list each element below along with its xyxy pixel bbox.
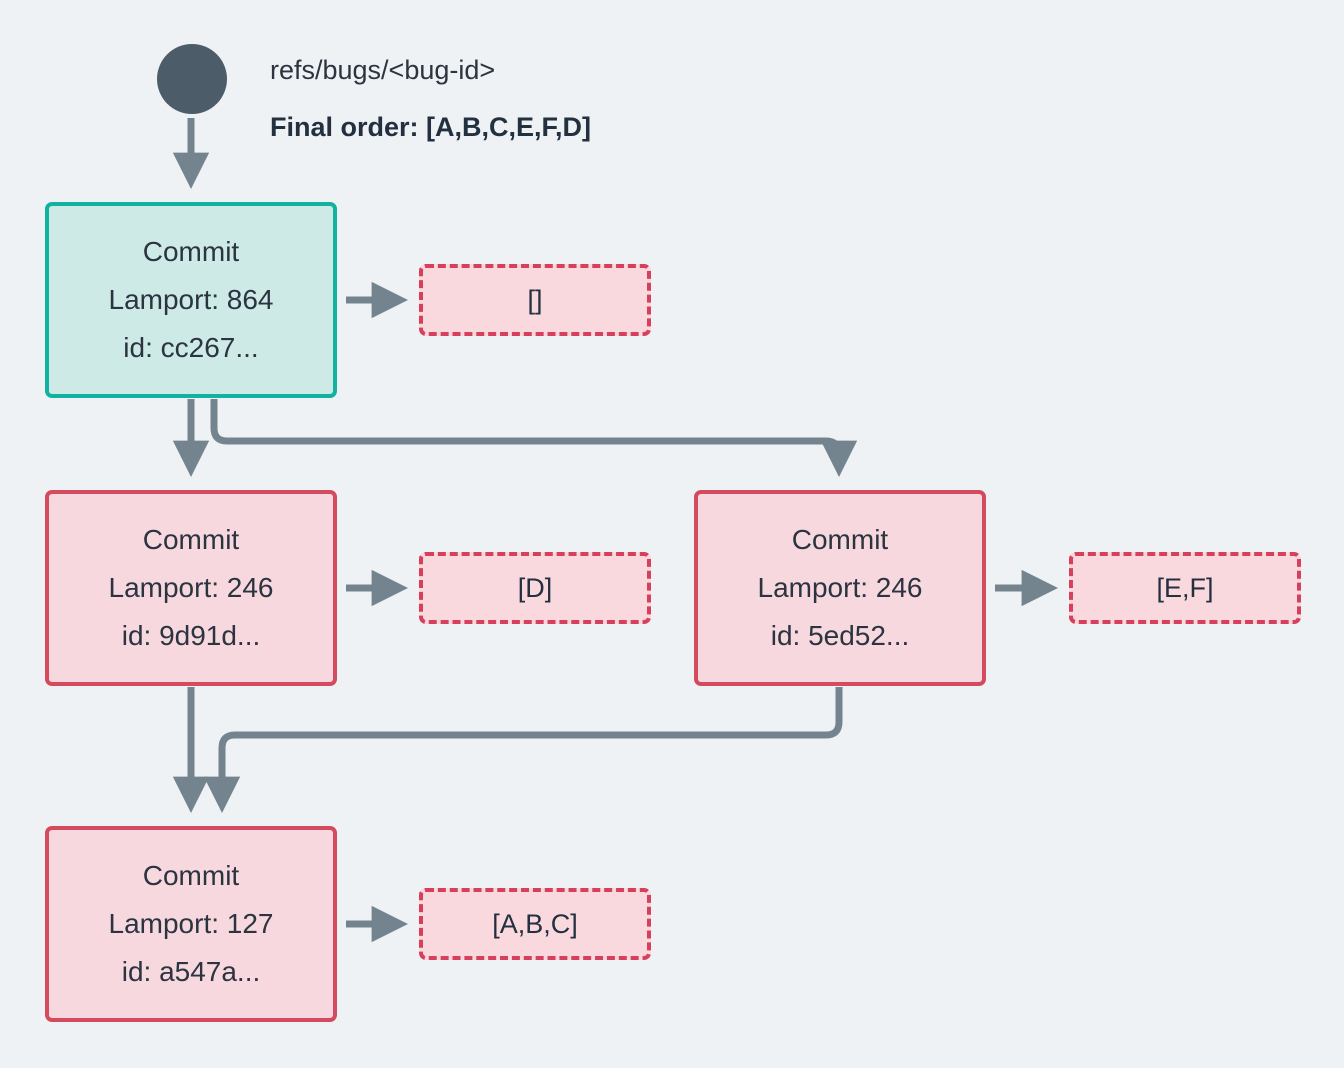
commit-id-label: id: cc267...: [123, 332, 259, 364]
commit-kind-label: Commit: [142, 235, 240, 267]
payload-label: [D]: [517, 572, 553, 603]
payload-label: [A,B,C]: [492, 908, 578, 939]
payload-node-ef[interactable]: [E,F]: [1069, 552, 1301, 624]
root-ref-node[interactable]: [157, 44, 227, 114]
commit-node-5ed52[interactable]: Commit Lamport: 246 id: 5ed52...: [694, 490, 986, 686]
payload-node-abc[interactable]: [A,B,C]: [419, 888, 651, 960]
commit-kind-label: Commit: [142, 859, 240, 891]
payload-label: []: [527, 284, 543, 315]
commit-node-a547a[interactable]: Commit Lamport: 127 id: a547a...: [45, 826, 337, 1022]
commit-node-9d91d[interactable]: Commit Lamport: 246 id: 9d91d...: [45, 490, 337, 686]
final-order-label: Final order: [A,B,C,E,F,D]: [270, 112, 592, 142]
payload-node-empty[interactable]: []: [419, 264, 651, 336]
commit-lamport-label: Lamport: 864: [108, 283, 274, 315]
commit-lamport-label: Lamport: 246: [757, 571, 923, 603]
edge-commit-c-to-commit-d: [203, 687, 843, 814]
commit-id-label: id: 5ed52...: [770, 620, 910, 652]
edge-commit-a-to-commit-c: [210, 399, 858, 478]
commit-kind-label: Commit: [791, 523, 889, 555]
commit-id-label: id: a547a...: [121, 956, 261, 988]
commit-lamport-label: Lamport: 127: [108, 907, 274, 939]
commit-kind-label: Commit: [142, 523, 240, 555]
payload-node-d[interactable]: [D]: [419, 552, 651, 624]
ref-path-label: refs/bugs/<bug-id>: [270, 55, 496, 85]
commit-id-label: id: 9d91d...: [121, 620, 261, 652]
commit-lamport-label: Lamport: 246: [108, 571, 274, 603]
payload-label: [E,F]: [1156, 572, 1214, 603]
commit-node-cc267[interactable]: Commit Lamport: 864 id: cc267...: [45, 202, 337, 398]
